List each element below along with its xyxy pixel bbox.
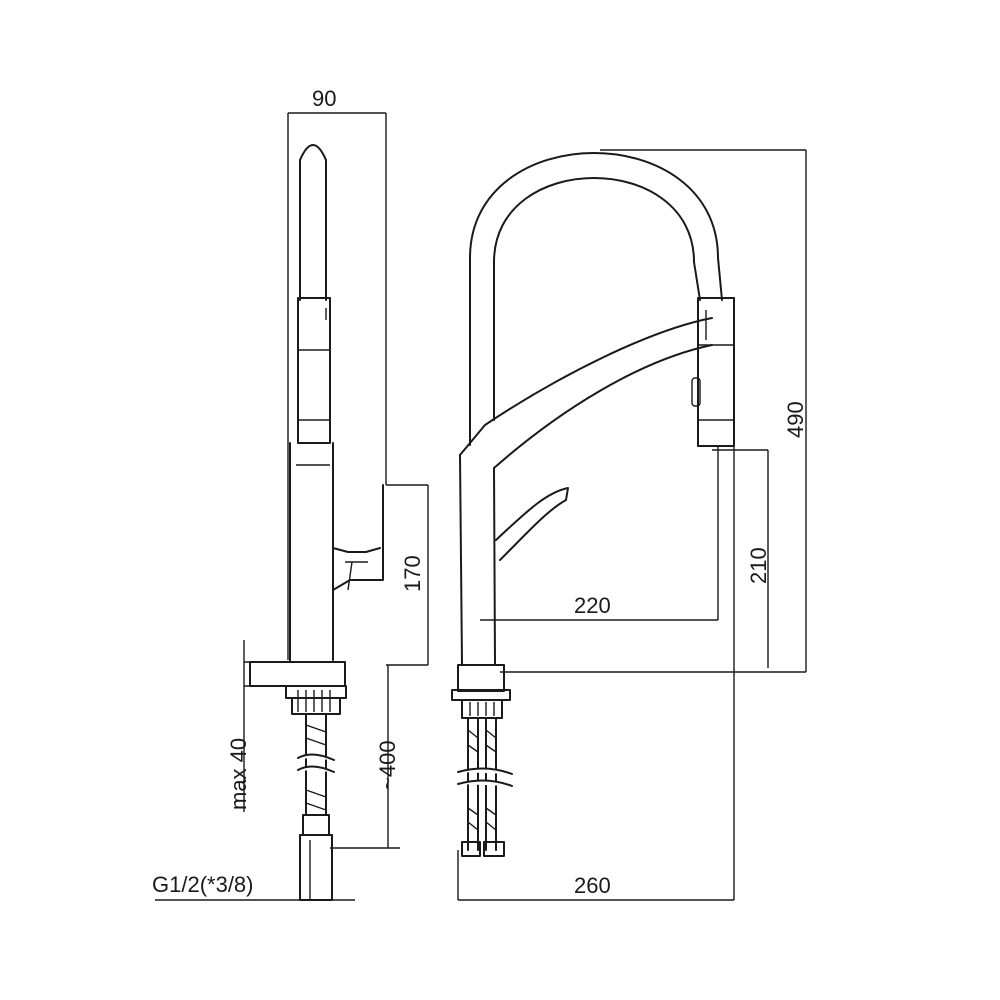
hose-side <box>297 713 335 901</box>
base-front <box>451 664 511 719</box>
label-connection: G1/2(*3/8) <box>152 872 254 897</box>
spray-head-side <box>297 144 331 444</box>
label-hose-length: ~400 <box>375 740 400 790</box>
spout-arm <box>459 317 713 666</box>
label-spout-reach: 220 <box>574 593 611 618</box>
dim-spout-reach: 220 <box>480 446 719 621</box>
dim-hose-length: ~400 <box>330 665 400 849</box>
label-spout-clearance: 210 <box>746 547 771 584</box>
side-view: 90 170 <box>152 86 429 901</box>
lever-front <box>495 487 569 561</box>
dim-total-height: 490 <box>500 149 808 673</box>
faucet-body-side <box>249 442 428 687</box>
hoses-front <box>457 717 513 857</box>
spray-head-front <box>691 297 735 447</box>
label-total-height: 490 <box>783 401 808 438</box>
dim-connection: G1/2(*3/8) <box>152 872 355 901</box>
label-max-deck: max 40 <box>226 738 251 810</box>
label-width-top: 90 <box>312 86 336 111</box>
dim-total-reach: 260 <box>457 446 735 901</box>
label-spout-height: 170 <box>400 555 425 592</box>
label-total-reach: 260 <box>574 873 611 898</box>
dim-spout-clearance: 210 <box>712 449 771 668</box>
mounting-nut-side <box>285 685 347 715</box>
arched-hose <box>469 152 723 446</box>
dim-max-deck: max 40 <box>226 640 290 812</box>
dim-width-top: 90 <box>287 86 387 660</box>
dim-spout-height: 170 <box>386 484 429 665</box>
front-view: 490 210 220 260 <box>451 149 808 901</box>
